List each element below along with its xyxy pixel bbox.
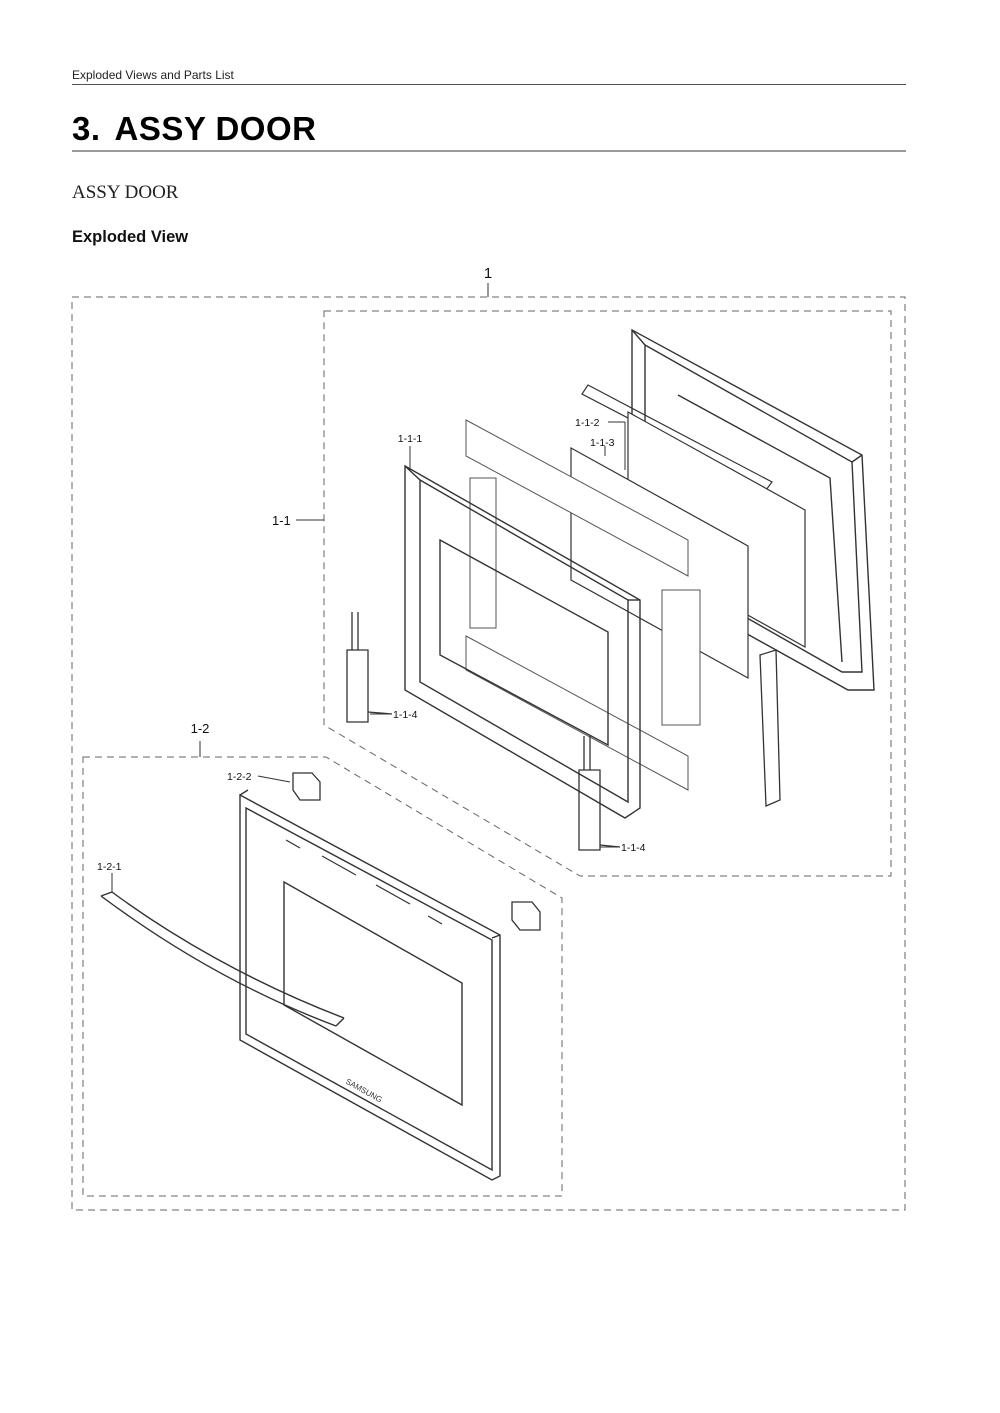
callout-1-2: 1-2 bbox=[191, 721, 210, 736]
assy-1-2-boundary bbox=[82, 756, 563, 1197]
page-title: 3. ASSY DOOR bbox=[72, 110, 316, 148]
callout-1-2-2: 1-2-2 bbox=[227, 771, 252, 783]
insulation-blocks bbox=[465, 419, 701, 791]
exploded-view-heading: Exploded View bbox=[72, 228, 189, 246]
callout-1-1-1: 1-1-1 bbox=[398, 433, 423, 445]
title-divider bbox=[72, 150, 906, 152]
door-handle-part bbox=[100, 891, 345, 1027]
section-number: 3. bbox=[72, 110, 101, 147]
assy-1-boundary bbox=[71, 296, 906, 1211]
hinge-left-part bbox=[346, 612, 393, 723]
hinge-receptacle-part bbox=[292, 772, 541, 931]
subtitle: ASSY DOOR bbox=[72, 182, 179, 203]
callout-1-1-2: 1-1-2 bbox=[575, 417, 600, 429]
assy-1-1-boundary bbox=[323, 310, 892, 877]
hinge-right-part bbox=[578, 736, 621, 851]
inner-door-frame-part bbox=[404, 464, 641, 819]
side-bracket-part bbox=[759, 649, 781, 807]
callout-1-1-4-right: 1-1-4 bbox=[621, 842, 646, 854]
callout-1-2-1: 1-2-1 bbox=[97, 861, 122, 873]
running-header: Exploded Views and Parts List bbox=[72, 68, 234, 82]
callout-1-1-3: 1-1-3 bbox=[590, 437, 615, 449]
outer-door-part bbox=[239, 789, 501, 1181]
header-divider bbox=[72, 84, 906, 85]
callout-1-1: 1-1 bbox=[272, 513, 291, 528]
callout-1-1-4-left: 1-1-4 bbox=[393, 709, 418, 721]
section-title: ASSY DOOR bbox=[114, 110, 317, 147]
callout-1: 1 bbox=[484, 265, 492, 282]
